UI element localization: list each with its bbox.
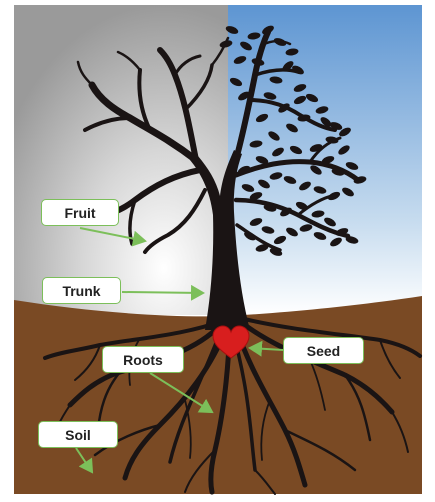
seed-label: Seed <box>283 337 364 364</box>
trunk-arrow <box>122 292 203 293</box>
roots-label: Roots <box>102 346 184 373</box>
fruit-label: Fruit <box>41 199 119 226</box>
soil-label: Soil <box>38 421 118 448</box>
trunk-label: Trunk <box>42 277 121 304</box>
